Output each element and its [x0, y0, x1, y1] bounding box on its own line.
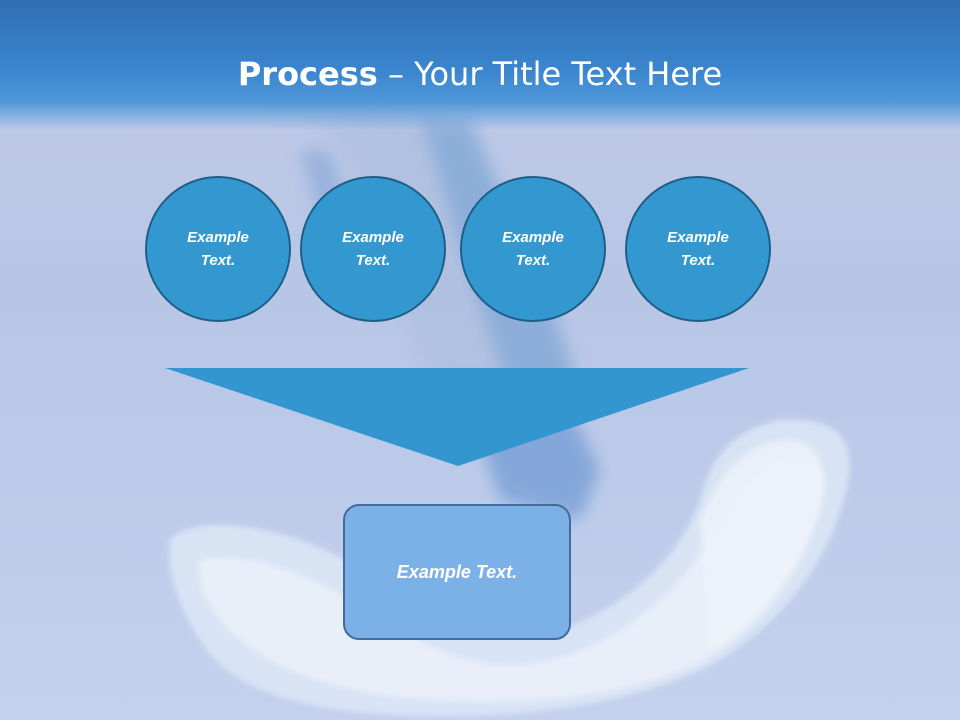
process-step-4[interactable]: Example Text.	[625, 176, 771, 322]
process-step-label: Example Text.	[502, 229, 564, 269]
title-text: – Your Title Text Here	[377, 55, 723, 93]
process-step-3[interactable]: Example Text.	[460, 176, 606, 322]
process-step-label: Example Text.	[187, 229, 249, 269]
result-box[interactable]: Example Text.	[343, 504, 571, 640]
slide-title: Process – Your Title Text Here	[0, 52, 960, 96]
title-bold: Process	[237, 55, 378, 93]
process-step-2[interactable]: Example Text.	[300, 176, 446, 322]
process-step-label: Example Text.	[342, 229, 404, 269]
funnel-arrow	[165, 368, 749, 466]
title-bar	[0, 0, 960, 130]
funnel-triangle	[165, 368, 749, 466]
process-step-1[interactable]: Example Text.	[145, 176, 291, 322]
result-label: Example Text.	[396, 561, 518, 582]
process-step-label: Example Text.	[667, 229, 729, 269]
